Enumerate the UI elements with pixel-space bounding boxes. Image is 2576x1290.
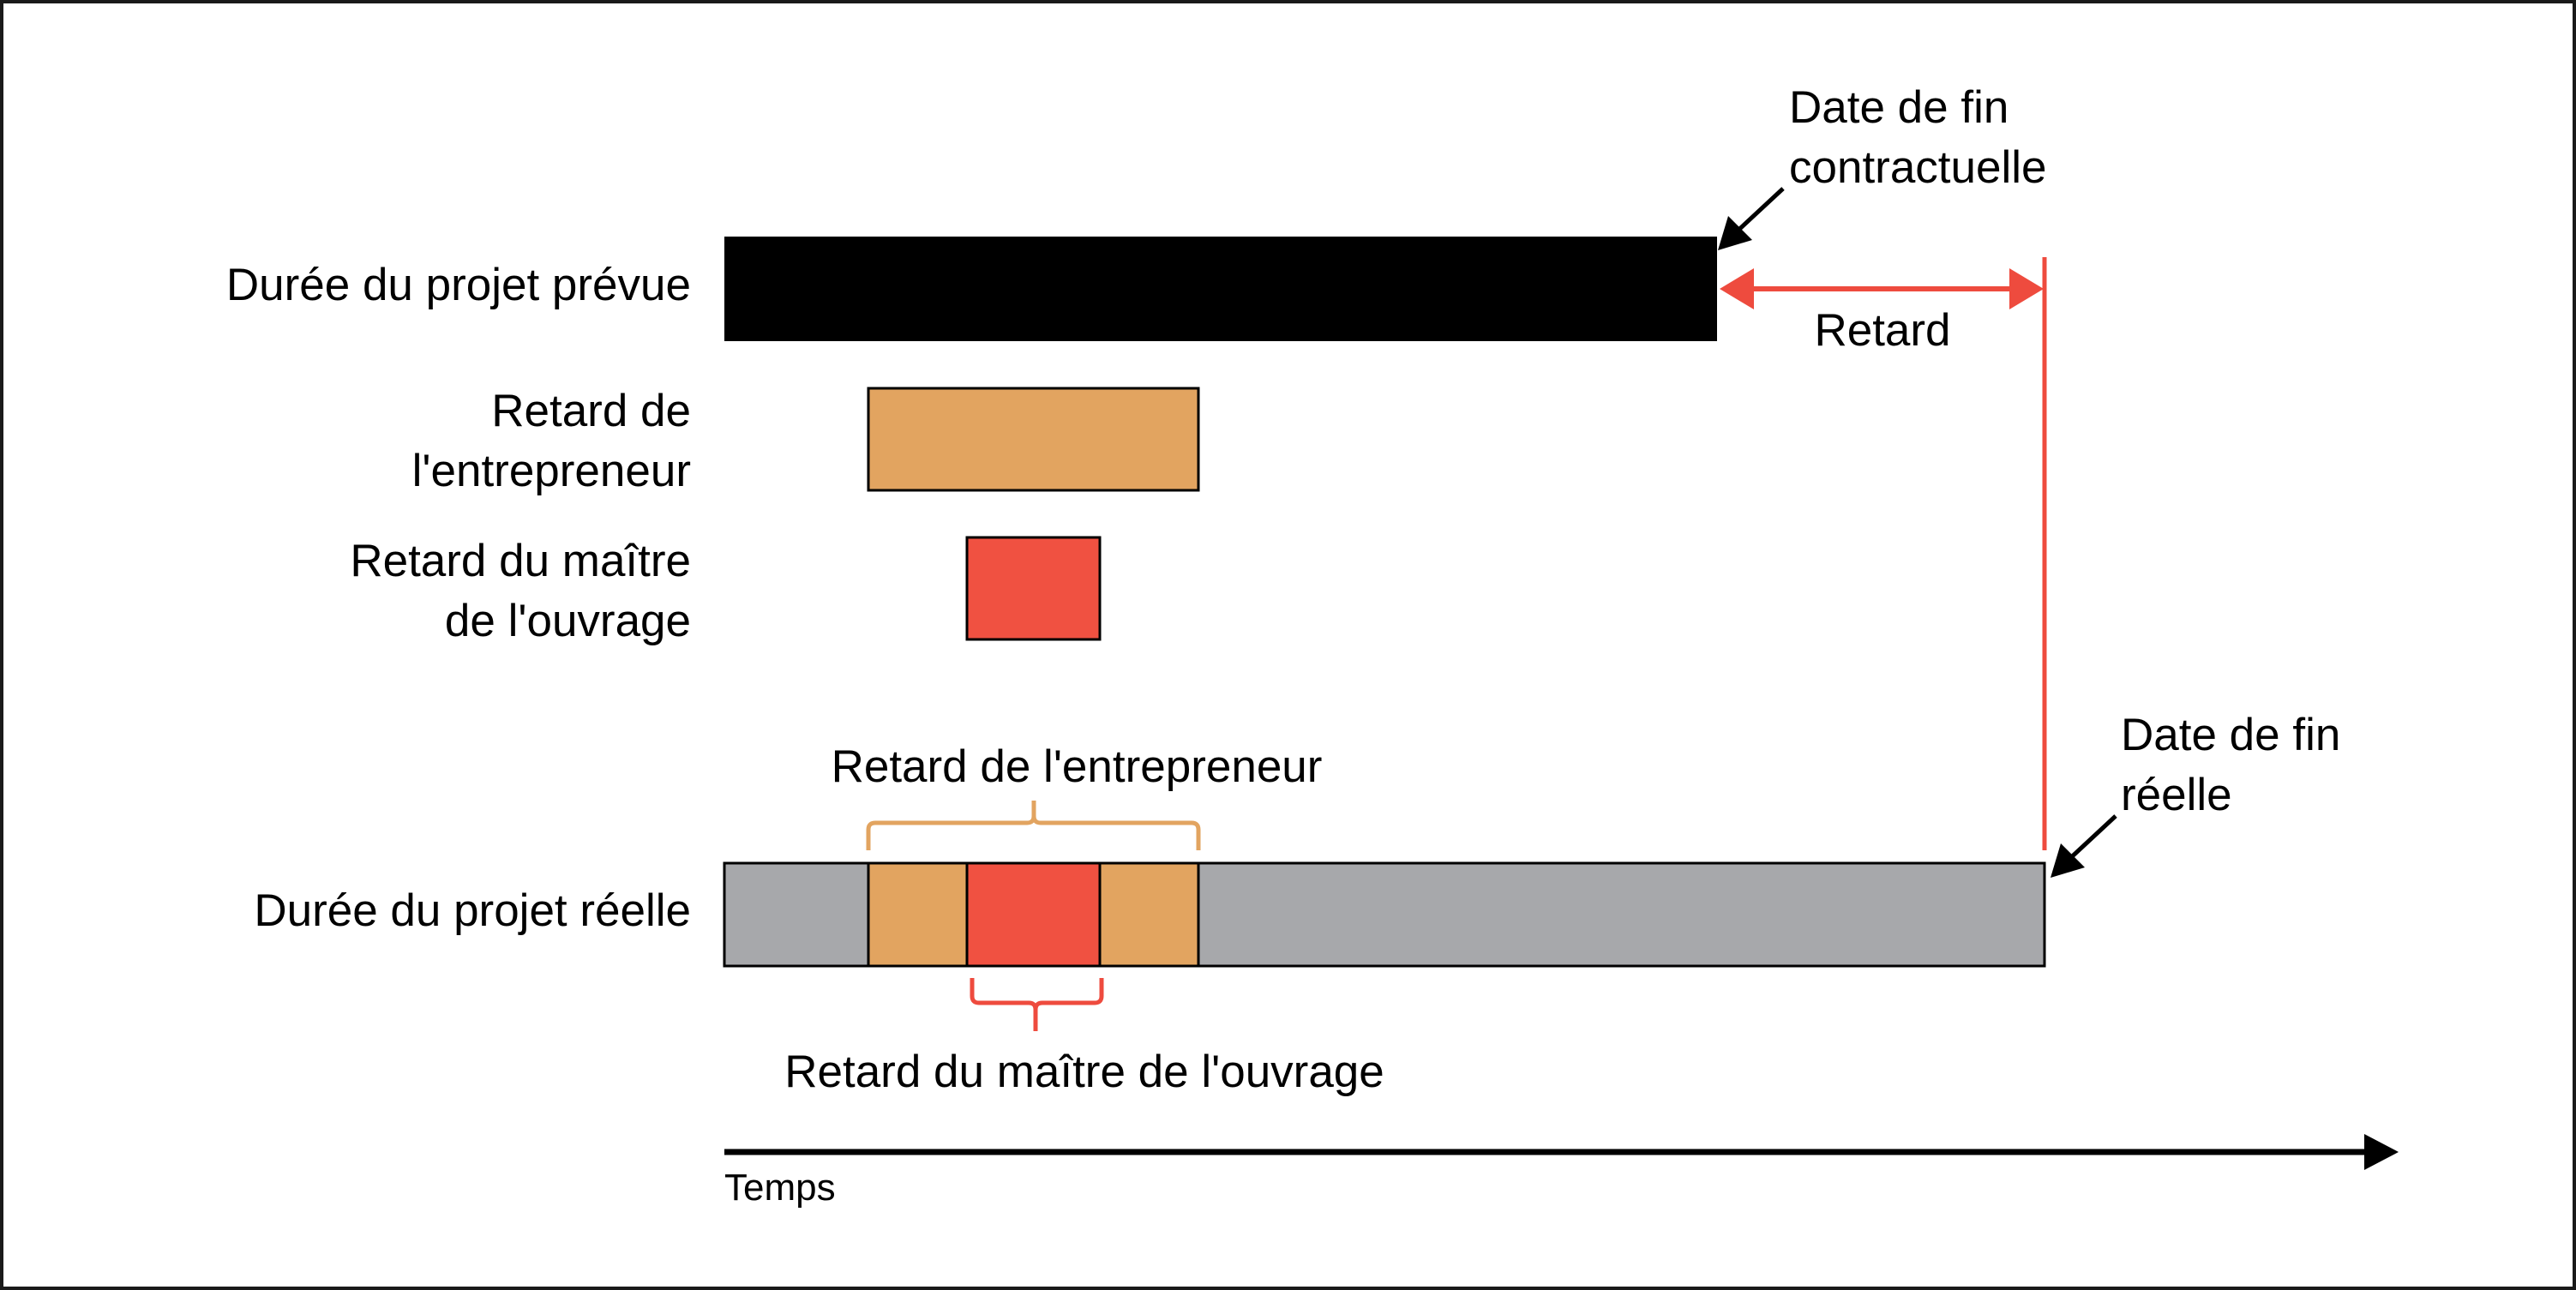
actual-end-label-line1: Date de fin — [2121, 710, 2340, 760]
time-axis-label: Temps — [724, 1167, 836, 1209]
owner-delay-brace-label: Retard du maître de l'ouvrage — [784, 1047, 1384, 1097]
actual-bar-contractor-segment-1 — [867, 861, 969, 968]
contract-end-pointer-arrow — [1718, 187, 1785, 250]
contract-end-label-line1: Date de fin — [1789, 82, 2009, 133]
actual-bar-segment-after — [1197, 861, 2046, 968]
actual-end-label-line2: réelle — [2121, 770, 2232, 820]
planned-duration-bar — [724, 237, 1717, 341]
contractor-delay-brace-label: Retard de l'entrepreneur — [832, 741, 1323, 792]
owner-delay-label-line1: Retard du maître — [350, 536, 691, 586]
actual-bar-owner-segment — [965, 861, 1102, 968]
contractor-delay-bar — [867, 387, 1200, 492]
contractor-delay-brace — [866, 801, 1201, 850]
actual-duration-label: Durée du projet réelle — [254, 885, 691, 936]
actual-end-pointer-arrow — [2051, 814, 2117, 878]
delay-label: Retard — [1814, 305, 1950, 356]
actual-duration-bar — [723, 861, 2046, 968]
actual-bar-segment-before — [723, 861, 870, 968]
contract-end-label-line2: contractuelle — [1789, 142, 2047, 193]
contractor-delay-label-line2: l'entrepreneur — [412, 446, 691, 496]
owner-delay-brace — [970, 978, 1104, 1031]
actual-bar-contractor-segment-2 — [1098, 861, 1200, 968]
owner-delay-label-line2: de l'ouvrage — [445, 596, 691, 646]
owner-delay-bar — [965, 536, 1102, 641]
time-axis-arrow — [724, 1134, 2399, 1170]
planned-duration-label: Durée du projet prévue — [226, 260, 691, 310]
contractor-delay-label-line1: Retard de — [491, 386, 691, 436]
delay-double-arrow — [1720, 268, 2044, 309]
